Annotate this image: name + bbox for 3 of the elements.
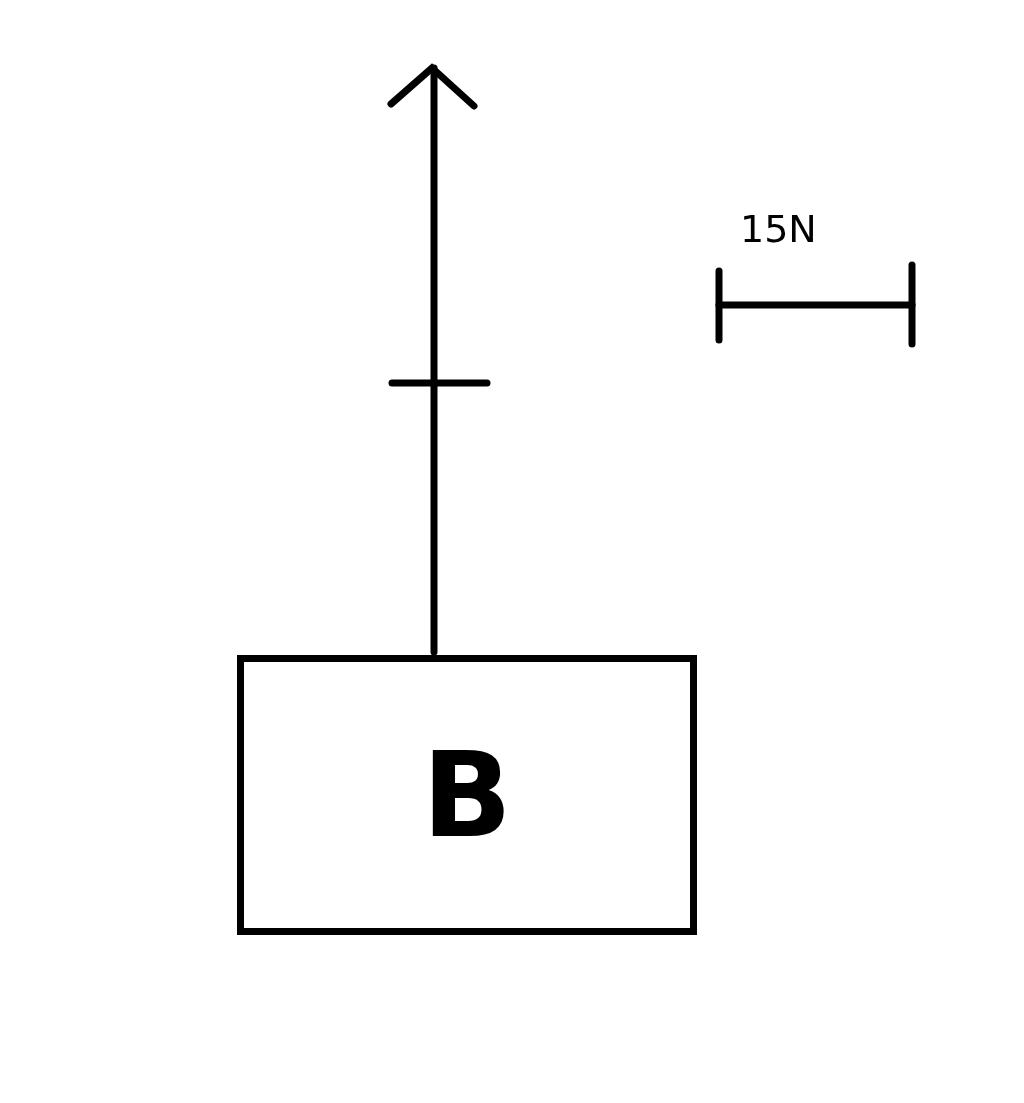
block-box xyxy=(237,655,697,935)
scale-label: 15N xyxy=(740,210,817,248)
block-label: B xyxy=(422,736,512,854)
